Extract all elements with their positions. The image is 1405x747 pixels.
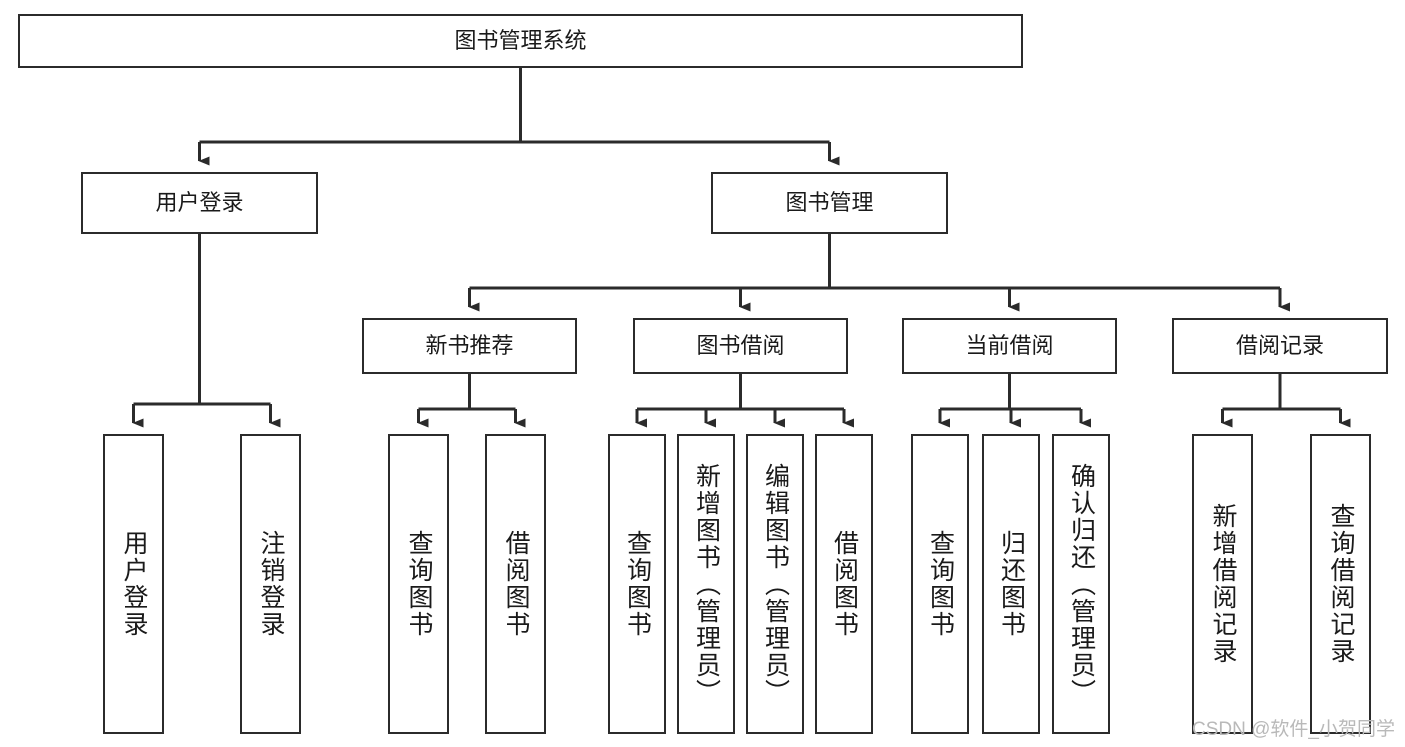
- node-label-leaf-add-record: 新增借阅记录: [1209, 503, 1237, 665]
- node-label-new-book-rec: 新书推荐: [425, 333, 514, 359]
- node-leaf-user-login[interactable]: 用户登录: [103, 434, 164, 734]
- node-label-leaf-query-book-1: 查询图书: [405, 530, 433, 638]
- node-leaf-borrow-book-2[interactable]: 借阅图书: [815, 434, 873, 734]
- node-new-book-rec[interactable]: 新书推荐: [362, 318, 577, 374]
- node-book-borrow[interactable]: 图书借阅: [633, 318, 848, 374]
- node-label-borrow-record: 借阅记录: [1235, 333, 1324, 359]
- node-leaf-add-record[interactable]: 新增借阅记录: [1192, 434, 1253, 734]
- node-label-book-borrow: 图书借阅: [696, 333, 785, 359]
- node-label-leaf-query-record: 查询借阅记录: [1327, 503, 1355, 665]
- node-book-manage[interactable]: 图书管理: [711, 172, 948, 234]
- node-label-leaf-user-logout: 注销登录: [257, 530, 285, 638]
- node-user-login[interactable]: 用户登录: [81, 172, 318, 234]
- node-label-leaf-edit-book: 编辑图书（管理员）: [761, 462, 790, 706]
- node-label-leaf-borrow-book-1: 借阅图书: [502, 530, 530, 638]
- node-label-leaf-confirm-return: 确认归还（管理员）: [1067, 462, 1096, 706]
- node-leaf-query-book-3[interactable]: 查询图书: [911, 434, 969, 734]
- node-label-leaf-return-book: 归还图书: [997, 530, 1026, 638]
- node-label-leaf-user-login: 用户登录: [120, 530, 148, 638]
- node-current-borrow[interactable]: 当前借阅: [902, 318, 1117, 374]
- node-label-leaf-query-book-3: 查询图书: [926, 530, 955, 638]
- node-leaf-query-book-1[interactable]: 查询图书: [388, 434, 449, 734]
- node-leaf-user-logout[interactable]: 注销登录: [240, 434, 301, 734]
- node-leaf-query-book-2[interactable]: 查询图书: [608, 434, 666, 734]
- node-label-user-login: 用户登录: [155, 190, 244, 216]
- node-label-current-borrow: 当前借阅: [965, 333, 1054, 359]
- node-leaf-confirm-return[interactable]: 确认归还（管理员）: [1052, 434, 1110, 734]
- node-label-book-manage: 图书管理: [785, 190, 874, 216]
- node-leaf-edit-book[interactable]: 编辑图书（管理员）: [746, 434, 804, 734]
- node-root[interactable]: 图书管理系统: [18, 14, 1023, 68]
- node-label-root: 图书管理系统: [454, 28, 587, 54]
- node-leaf-return-book[interactable]: 归还图书: [982, 434, 1040, 734]
- node-leaf-query-record[interactable]: 查询借阅记录: [1310, 434, 1371, 734]
- node-leaf-borrow-book-1[interactable]: 借阅图书: [485, 434, 546, 734]
- node-label-leaf-query-book-2: 查询图书: [623, 530, 652, 638]
- node-leaf-add-book[interactable]: 新增图书（管理员）: [677, 434, 735, 734]
- node-label-leaf-add-book: 新增图书（管理员）: [692, 462, 721, 706]
- node-label-leaf-borrow-book-2: 借阅图书: [830, 530, 859, 638]
- node-borrow-record[interactable]: 借阅记录: [1172, 318, 1388, 374]
